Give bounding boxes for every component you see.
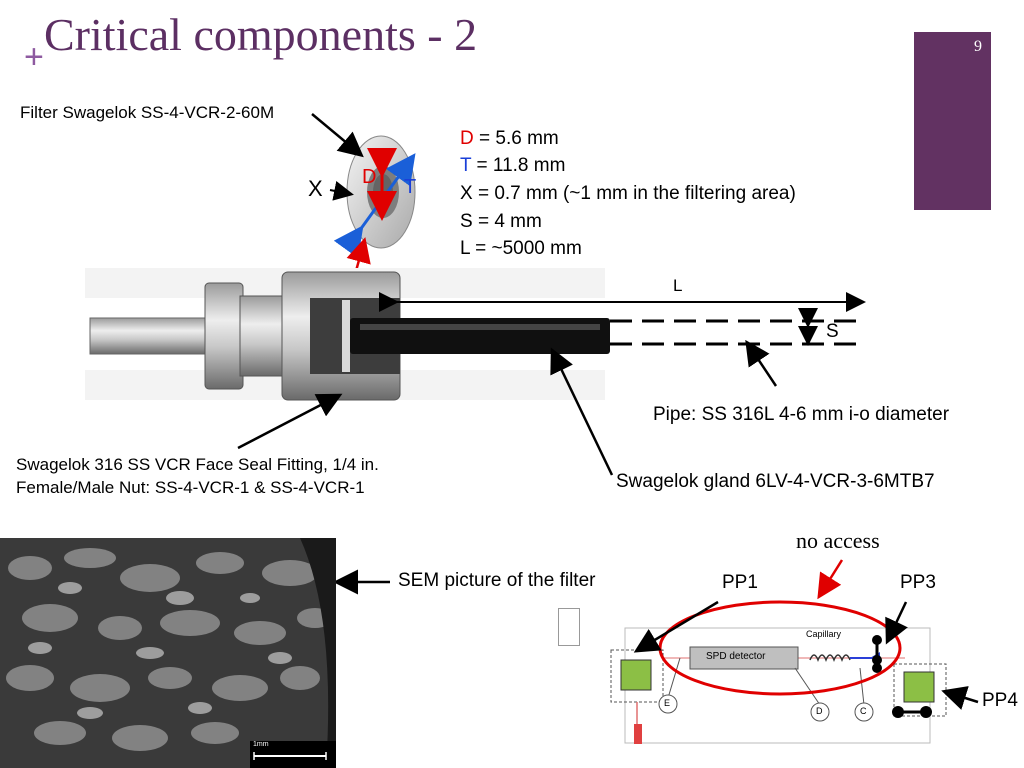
page-number: 9 bbox=[974, 38, 982, 55]
spec-d-key: D bbox=[460, 128, 474, 149]
sem-image bbox=[0, 538, 336, 768]
gland-label: Swagelok gland 6LV-4-VCR-3-6MTB7 bbox=[616, 471, 935, 492]
sem-scale-label: 1mm bbox=[253, 741, 269, 748]
spec-x: X = 0.7 mm (~1 mm in the filtering area) bbox=[460, 183, 796, 204]
slide-title: Critical components - 2 bbox=[44, 9, 478, 60]
capillary-label: Capillary bbox=[806, 629, 842, 639]
e-marker: E bbox=[664, 698, 671, 708]
spec-d: D = 5.6 mm bbox=[460, 128, 559, 150]
accent-bar bbox=[914, 32, 991, 210]
pipe-label: Pipe: SS 316L 4-6 mm i-o diameter bbox=[653, 404, 950, 425]
no-access-label: no access bbox=[796, 528, 880, 553]
spec-l: L = ~5000 mm bbox=[460, 238, 582, 259]
filter-label: Filter Swagelok SS-4-VCR-2-60M bbox=[20, 103, 275, 122]
spec-t: T = 11.8 mm bbox=[460, 155, 565, 177]
spec-d-value: = 5.6 mm bbox=[473, 128, 559, 149]
d-letter: D bbox=[362, 166, 377, 188]
l-letter: L bbox=[673, 276, 683, 295]
sem-label: SEM picture of the filter bbox=[398, 570, 596, 591]
plus-icon: + bbox=[24, 38, 44, 76]
pp1-label: PP1 bbox=[722, 572, 758, 593]
c-marker: C bbox=[860, 706, 867, 716]
spec-t-value: = 11.8 mm bbox=[471, 155, 566, 176]
pp4-label: PP4 bbox=[982, 690, 1018, 711]
vcr-fitting bbox=[89, 271, 610, 401]
t-letter: T bbox=[404, 176, 417, 198]
placeholder-box bbox=[558, 608, 580, 646]
fitting-label-line1: Swagelok 316 SS VCR Face Seal Fitting, 1… bbox=[16, 455, 379, 474]
d-marker: D bbox=[816, 706, 823, 716]
fitting-label-line2: Female/Male Nut: SS-4-VCR-1 & SS-4-VCR-1 bbox=[16, 478, 365, 497]
s-letter: S bbox=[826, 321, 839, 342]
spec-t-key: T bbox=[460, 155, 472, 176]
pp-schematic bbox=[610, 559, 979, 744]
x-letter: X bbox=[308, 176, 323, 201]
spd-detector-label: SPD detector bbox=[706, 651, 766, 662]
filter-disc bbox=[333, 135, 416, 259]
spec-s: S = 4 mm bbox=[460, 211, 542, 232]
pp3-label: PP3 bbox=[900, 572, 936, 593]
